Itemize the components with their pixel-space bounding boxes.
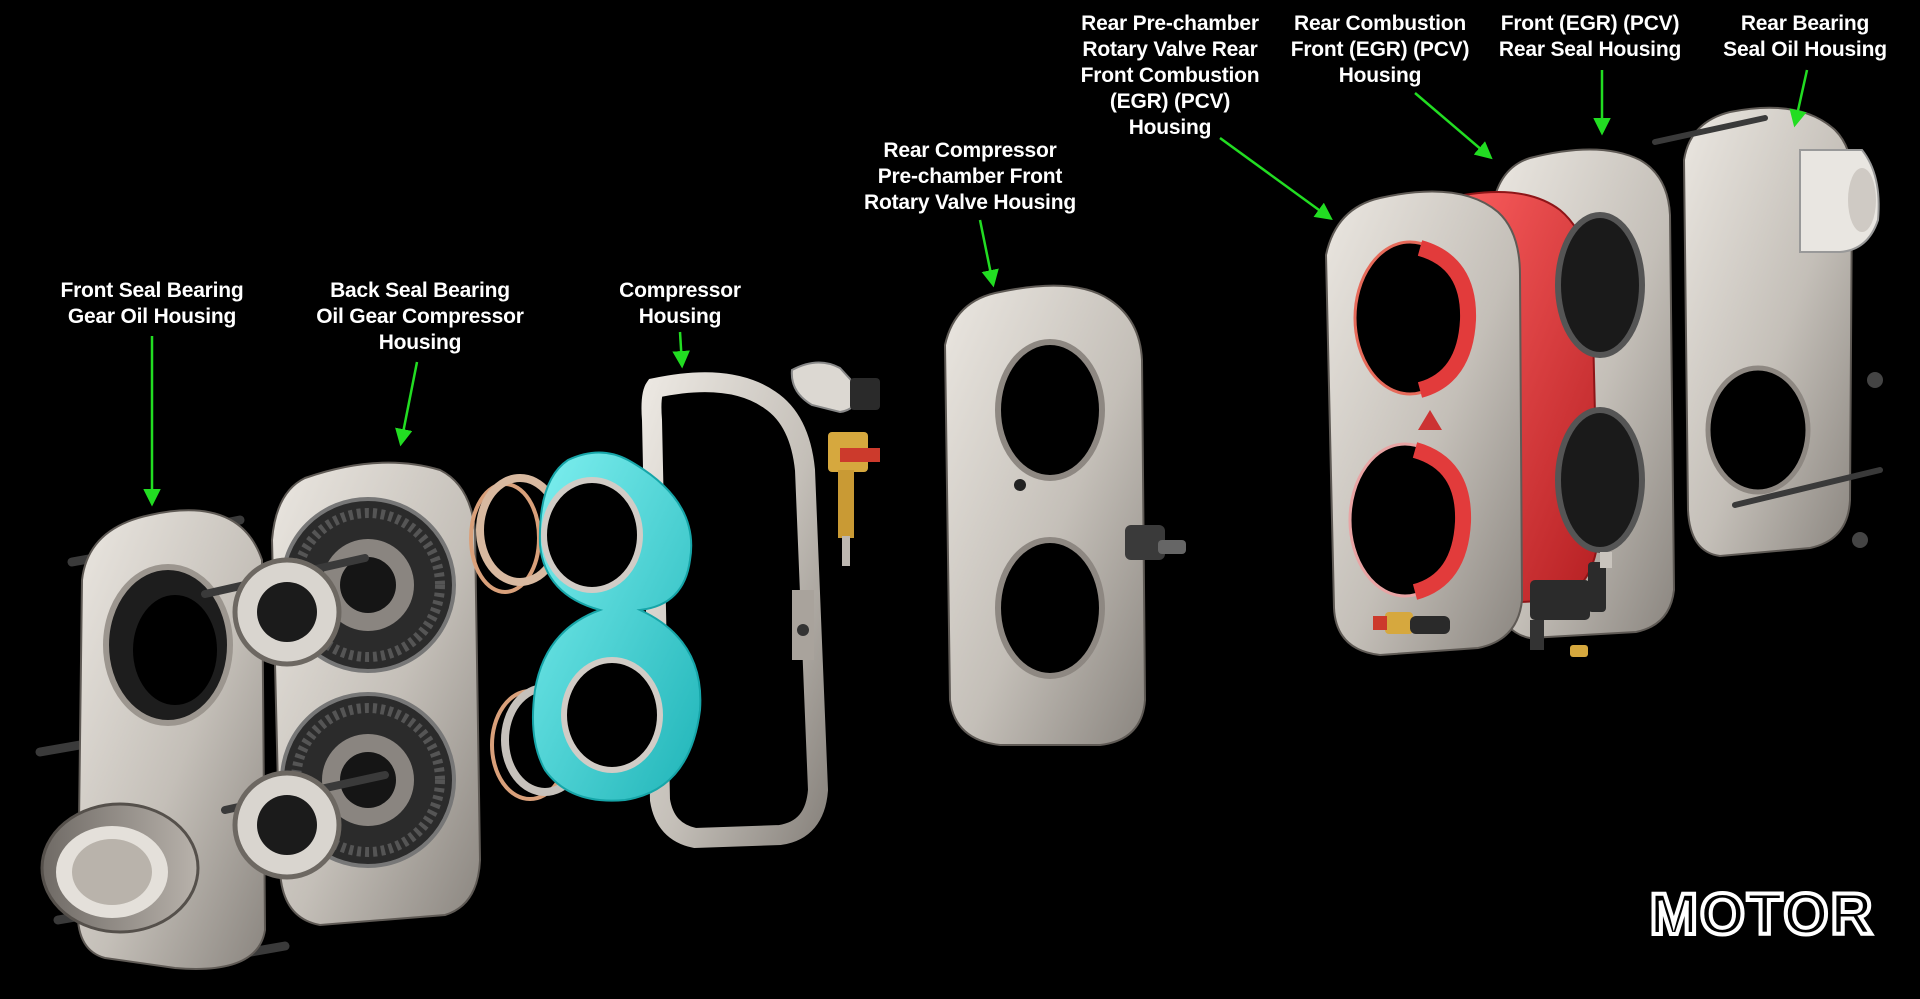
arrow-rear-bearing-seal-oil xyxy=(1789,69,1809,128)
part-rear-compressor-pre-chamber-plate xyxy=(943,284,1186,746)
label-rear-bearing-seal-oil-housing: Rear Bearing Seal Oil Housing xyxy=(1723,12,1887,61)
label-rear-compressor-pre-chamber-front-rotary-valve-housing: Rear Compressor Pre-chamber Front Rotary… xyxy=(864,139,1076,214)
label-rear-combustion-front-egr-pcv-housing: Rear Combustion Front (EGR) (PCV) Housin… xyxy=(1290,12,1470,87)
arrow-rear-pre-chamber-rotary-valve xyxy=(1219,136,1333,221)
part-front-seal-bearing-housing xyxy=(35,509,290,970)
label-front-seal-bearing-gear-oil-housing: Front Seal Bearing Gear Oil Housing xyxy=(60,279,244,328)
label-compressor-housing: Compressor Housing xyxy=(619,279,741,328)
part-compressor-housing xyxy=(531,372,829,849)
part-injector xyxy=(790,361,880,566)
callout-arrows xyxy=(143,69,1809,507)
motor-logo: MOTOR xyxy=(1648,882,1875,944)
part-back-seal-bearing-housing xyxy=(201,461,482,927)
part-rear-assembly xyxy=(1324,106,1883,657)
arrow-compressor-housing xyxy=(672,331,690,369)
label-rear-pre-chamber-rotary-valve-rear-front-combustion-housing: Rear Pre-chamber Rotary Valve Rear Front… xyxy=(1080,12,1260,139)
logo-text: MOTOR xyxy=(1650,882,1875,944)
arrow-rear-combustion xyxy=(1414,92,1493,160)
label-back-seal-bearing-oil-gear-compressor-housing: Back Seal Bearing Oil Gear Compressor Ho… xyxy=(316,279,524,354)
arrow-back-seal-bearing xyxy=(395,361,419,447)
arrow-rear-compressor-pre-chamber xyxy=(978,219,999,288)
label-front-egr-pcv-rear-seal-housing: Front (EGR) (PCV) Rear Seal Housing xyxy=(1498,12,1682,61)
